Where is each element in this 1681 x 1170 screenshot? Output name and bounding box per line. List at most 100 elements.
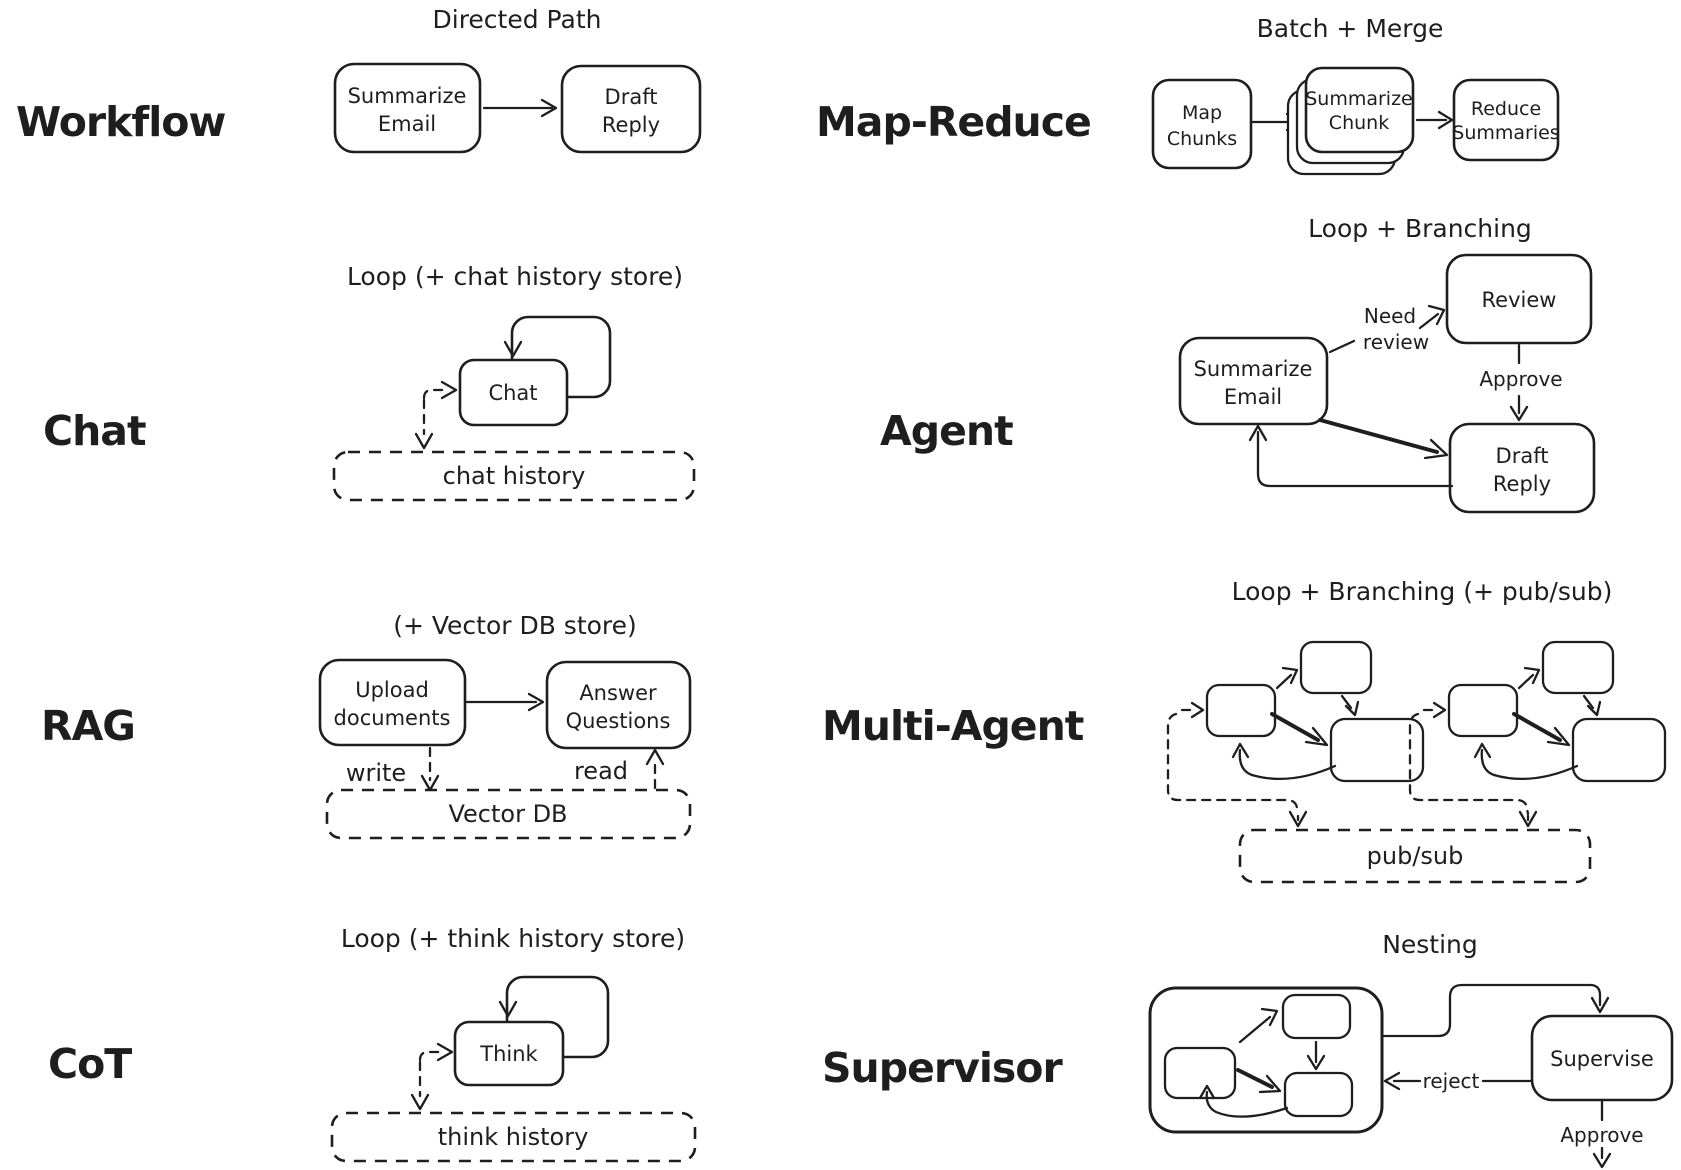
multi-agent-title: Loop + Branching (+ pub/sub) — [1232, 577, 1613, 606]
loop-back-arrowhead — [1248, 424, 1268, 442]
summarize-email-label-line1: Summarize — [348, 84, 467, 108]
chat-history-in-arrow — [422, 388, 446, 400]
cluster-node-c — [1329, 717, 1425, 783]
workflow-arrowhead — [540, 98, 558, 118]
nested-arrowhead-top-bottom — [1306, 1054, 1326, 1071]
cluster-edge-a-b — [1275, 673, 1293, 690]
think-history-store — [330, 1111, 697, 1163]
answer-questions-line2: Questions — [566, 709, 671, 733]
approve-label: Approve — [1479, 367, 1562, 391]
cluster-node-a — [1447, 683, 1519, 738]
draft-reply-label-line2: Reply — [602, 113, 660, 137]
supervisor-title: Nesting — [1382, 930, 1478, 959]
need-review-arrowhead — [1427, 304, 1446, 326]
nested-edge-left-top — [1238, 1015, 1272, 1044]
map-chunks-label-line1: Map — [1182, 102, 1222, 124]
reduce-summaries-node — [1452, 78, 1560, 162]
upload-documents-line1: Upload — [355, 678, 429, 702]
supervise-in-arrowhead — [1590, 996, 1610, 1014]
cluster-node-c — [1571, 717, 1667, 783]
agent-summarize-email-line1: Summarize — [1194, 357, 1313, 381]
cluster-loop-back-arrowhead — [1473, 742, 1492, 759]
chat-history-store-label: chat history — [443, 462, 586, 490]
summarize-email-node — [333, 62, 482, 154]
cluster-arrowhead-a-c — [1546, 726, 1571, 747]
upload-documents-node — [318, 658, 467, 747]
think-node — [453, 1020, 565, 1087]
chat-title: Loop (+ chat history store) — [347, 262, 683, 291]
cluster-pubsub-elbow — [1166, 712, 1300, 816]
rag-title: (+ Vector DB store) — [393, 611, 637, 640]
chat-history-in-arrowhead — [440, 380, 458, 400]
agent-summarize-email-node — [1178, 336, 1329, 426]
agent-section: Agent Loop + Branching Review Summarize … — [880, 214, 1596, 514]
cluster-pubsub-in-arrowhead — [1190, 701, 1205, 719]
chat-node-label: Chat — [488, 381, 537, 405]
cluster-pubsub-in-arrowhead — [1432, 701, 1447, 719]
cluster-pubsub-down-arrowhead — [1288, 810, 1308, 828]
cluster-loop-back-arrowhead — [1231, 742, 1250, 759]
agent-draft-reply-line2: Reply — [1493, 472, 1551, 496]
draft-reply-label-line1: Draft — [605, 85, 658, 109]
cluster-arrowhead-b-c — [1586, 700, 1602, 717]
reduce-summaries-label-line1: Reduce — [1471, 98, 1541, 120]
answer-questions-line1: Answer — [579, 681, 657, 705]
supervisor-section: Supervisor Nesting Supervise reject Appr… — [822, 930, 1674, 1169]
chat-history-store — [332, 450, 696, 502]
cluster-arrowhead-a-b — [1523, 666, 1541, 685]
reduce-arrowhead — [1437, 110, 1454, 130]
agent-label: Agent — [880, 407, 1013, 455]
multi-agent-label: Multi-Agent — [822, 702, 1084, 750]
summarize-chunk-node — [1304, 66, 1415, 154]
cot-title: Loop (+ think history store) — [341, 924, 685, 953]
supervise-node-label: Supervise — [1550, 1047, 1654, 1071]
supervisor-approve-arrowhead — [1592, 1152, 1612, 1169]
cluster-node-b — [1541, 640, 1615, 695]
need-review-label-line2: review — [1363, 330, 1429, 354]
rag-label: RAG — [41, 702, 135, 750]
map-chunks-label-line2: Chunks — [1167, 128, 1237, 150]
think-history-out-arrowhead — [410, 1093, 430, 1111]
chat-history-out-arrowhead — [414, 432, 434, 450]
cluster-edge-a-c — [1270, 712, 1320, 742]
nested-edge-left-bottom — [1236, 1068, 1274, 1089]
summarize-chunk-label-line1: Summarize — [1305, 88, 1413, 110]
cluster-edge-b-c — [1340, 694, 1353, 710]
cluster-edge-a-b — [1517, 673, 1535, 690]
multi-agent-cluster-left — [1166, 640, 1425, 828]
vector-db-store-label: Vector DB — [448, 800, 567, 828]
workflow-title: Directed Path — [433, 5, 602, 34]
chat-loop-arrowhead — [503, 340, 523, 358]
cluster-loop-back — [1238, 748, 1337, 780]
draft-edge-arrowhead — [1423, 438, 1449, 460]
pub-sub-store-label: pub/sub — [1367, 842, 1464, 870]
upload-documents-line2: documents — [334, 706, 451, 730]
cluster-pubsub-elbow — [1408, 712, 1530, 816]
reduce-summaries-label-line2: Summaries — [1452, 122, 1559, 144]
supervisor-label: Supervisor — [822, 1044, 1063, 1092]
reject-label: reject — [1423, 1069, 1480, 1093]
think-history-store-label: think history — [438, 1123, 589, 1151]
pub-sub-store — [1238, 828, 1592, 884]
nested-loop-back — [1205, 1090, 1289, 1118]
cluster-loop-back — [1480, 748, 1579, 780]
agent-summarize-email-line2: Email — [1224, 385, 1282, 409]
write-label: write — [346, 759, 406, 787]
agent-title: Loop + Branching — [1308, 214, 1532, 243]
cluster-arrowhead-a-b — [1281, 666, 1299, 685]
review-node — [1445, 253, 1593, 345]
cluster-node-a — [1205, 683, 1277, 738]
cluster-arrowhead-a-c — [1304, 726, 1329, 747]
cot-label: CoT — [48, 1040, 132, 1088]
map-reduce-title: Batch + Merge — [1257, 14, 1444, 43]
cluster-edge-b-c — [1582, 694, 1595, 710]
rag-section: RAG (+ Vector DB store) Upload documents… — [41, 611, 692, 840]
cot-section: CoT Loop (+ think history store) Think t… — [48, 924, 697, 1163]
approve-arrowhead — [1509, 405, 1529, 422]
think-node-label: Think — [479, 1042, 538, 1066]
loop-back-edge — [1256, 430, 1454, 488]
cluster-arrowhead-b-c — [1344, 700, 1360, 717]
read-label: read — [574, 757, 628, 785]
cluster-edge-a-c — [1512, 712, 1562, 742]
